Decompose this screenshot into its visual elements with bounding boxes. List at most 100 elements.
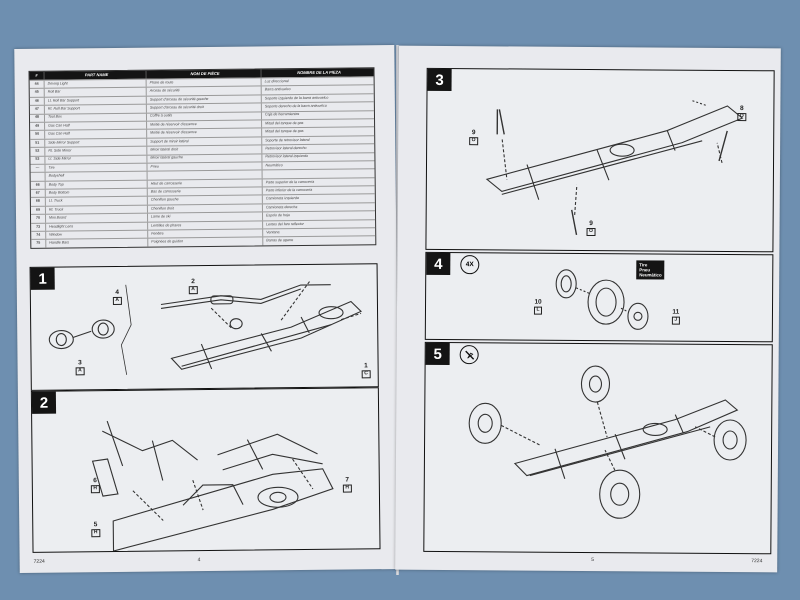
table-cell-en: Handle Bars (45, 239, 148, 248)
table-cell-fr: Moitié de réservoir d'essence (146, 120, 262, 129)
table-cell-fr: Chenillon gauche (146, 195, 262, 205)
table-cell-num: 46 (34, 98, 39, 103)
right-footer-code: 7224 (751, 558, 763, 565)
table-cell-num: 74 (36, 232, 41, 237)
table-cell-fr: Poignées de guidon (147, 237, 263, 247)
table-cell-en: Driving Light (43, 79, 146, 89)
table-cell-num: 49 (35, 123, 40, 128)
table-cell-en: Body Top (44, 180, 147, 189)
table-cell-es: Espolo de hoja (261, 211, 376, 221)
table-cell-num: 68 (35, 199, 40, 204)
table-cell-en: Tool Box (43, 113, 147, 122)
table-cell-fr: Pneu (146, 162, 262, 171)
table-cell-en: Rt. Side Mirror (44, 146, 147, 156)
table-cell-fr: Miroir latéral droit (146, 145, 262, 155)
table-cell-es: Barra antivuelco (260, 85, 374, 95)
frame-exhaust-diagram (48, 279, 362, 375)
table-cell-num: 45 (34, 90, 39, 95)
table-cell-es: Ventana (262, 228, 376, 237)
table-cell-en: Headlight Lens (45, 222, 148, 231)
tire-label-box: Tire Pneu Neumático (636, 260, 665, 280)
table-cell-fr: Support de miroir latéral (146, 137, 262, 146)
header-nom-de-piece: NOM DE PIÈCE (145, 69, 261, 79)
step-5-panel: 5 (423, 341, 773, 555)
table-cell-fr: Lentilles de phares (147, 221, 263, 230)
table-cell-es: Retrovisor lateral derecho (261, 144, 375, 153)
table-cell-num: 69 (35, 207, 40, 212)
table-cell-num: 70 (36, 215, 41, 220)
table-cell-fr: Arceau de sécurité (145, 86, 261, 96)
no-glue-icon (459, 345, 479, 365)
table-cell-es: Lentes del faro reflector (262, 219, 376, 229)
table-cell-num: 52 (35, 148, 40, 153)
wheel-assembly-diagram (555, 269, 649, 330)
table-cell-en: Lt. Truck (44, 197, 147, 206)
left-page-number: 4 (197, 557, 201, 564)
table-cell-fr: Support d'arceau de sécurité droit (145, 103, 261, 113)
table-cell-num: 50 (35, 131, 40, 137)
table-cell-es: Neumático (261, 161, 375, 170)
table-cell-es: Soporte derecho de la barra antivuelco (260, 102, 374, 111)
table-cell-es: Mitad del tanque de gas (261, 127, 375, 137)
table-cell-num: 47 (34, 106, 39, 111)
table-cell-es: Barras de agarre (262, 236, 376, 246)
table-cell-num: 73 (36, 224, 41, 229)
table-cell-fr: Bas de carrosserie (146, 187, 262, 197)
table-cell-es: Luz direccional (260, 77, 374, 86)
table-cell-en: Mini Board (45, 213, 148, 223)
table-cell-es: Soporte izquierdo de la barra antivuelco (260, 94, 374, 103)
table-cell-es: Camioneta izquierda (261, 194, 375, 204)
right-page-number: 5 (591, 557, 595, 564)
table-cell-en: Tire (44, 163, 147, 172)
table-cell-fr: Support d'arceau de sécurité gauche (145, 95, 261, 104)
table-cell-en: Lt. Side Mirror (44, 155, 147, 164)
table-cell-num: 51 (35, 140, 40, 145)
table-cell-en: Roll Bar (43, 88, 146, 97)
table-cell-en: Window (45, 230, 148, 240)
table-cell-es: Parte superior de la carrocería (261, 177, 375, 187)
no-glue-symbol (464, 350, 474, 360)
table-cell-num: 66 (35, 182, 40, 187)
table-cell-es: Camioneta derecha (261, 203, 375, 212)
table-cell-fr: Phare de route (145, 78, 261, 88)
table-cell-es: Caja de herramientas (260, 110, 375, 120)
table-cell-fr (146, 170, 262, 180)
table-cell-en: Rt. Truck (44, 205, 147, 214)
table-cell-en: Rt. Roll Bar Support (43, 104, 146, 114)
complete-chassis-diagram (468, 365, 747, 519)
table-cell-fr: Chenillon droit (146, 204, 262, 213)
table-cell-es: Soporte de retrovisor lateral (261, 135, 375, 145)
table-cell-en: Lt. Roll Bar Support (43, 96, 146, 105)
table-cell-en: Bodyshell (44, 171, 147, 181)
table-cell-num: 53 (35, 157, 40, 162)
table-cell-num: 75 (36, 241, 41, 246)
header-part-name: PART NAME (43, 70, 146, 80)
table-cell-fr: Coffre à outils (145, 111, 262, 121)
left-footer-code: 7224 (33, 558, 45, 565)
table-cell-en: Gas Can Half (44, 129, 147, 139)
table-cell-es: Mitad del tanque de gas (261, 119, 375, 128)
table-cell-en: Body Bottom (44, 188, 147, 198)
table-cell-num: 44 (34, 81, 39, 86)
table-cell-fr: Haut de carrosserie (146, 179, 262, 188)
table-cell-fr: Lame de ski (147, 212, 263, 222)
suspension-arms-diagram (91, 420, 334, 552)
left-page: # PART NAME NOM DE PIÈCE NOMBRE DE LA PI… (14, 45, 400, 573)
parts-table: # PART NAME NOM DE PIÈCE NOMBRE DE LA PI… (28, 67, 377, 249)
table-cell-en: Side Mirror Support (44, 138, 147, 147)
